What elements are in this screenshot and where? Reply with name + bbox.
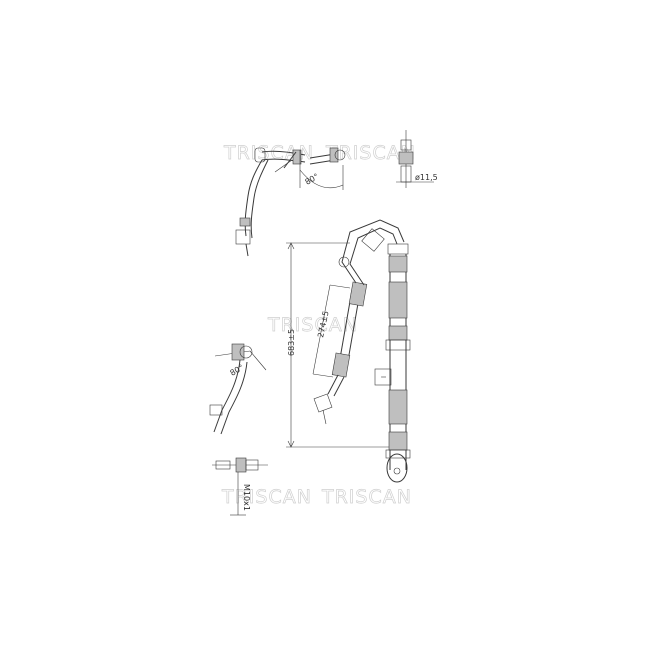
fitting-detail-top: ø11,5 — [396, 130, 438, 188]
watermarks: TRISCAN TRISCAN TRISCAN TRISCAN TRISCAN — [221, 142, 416, 509]
thread-detail: M10x1 — [212, 457, 268, 516]
thread-spec: M10x1 — [242, 484, 251, 511]
watermark-middle: TRISCAN — [267, 314, 358, 336]
hose-view-top: 80° — [235, 147, 346, 257]
hose-main-view: 683±5 274±5 — [286, 219, 411, 483]
overall-length-dimension: 683±5 — [287, 329, 296, 356]
watermark-bottom-right: TRISCAN — [321, 486, 412, 508]
watermark-top-right: TRISCAN — [325, 142, 416, 164]
bend-angle-top: 80° — [304, 172, 321, 187]
fitting-diameter: ø11,5 — [415, 173, 438, 182]
hose-view-left: 80° — [209, 343, 267, 435]
watermark-bottom-left: TRISCAN — [221, 486, 312, 508]
